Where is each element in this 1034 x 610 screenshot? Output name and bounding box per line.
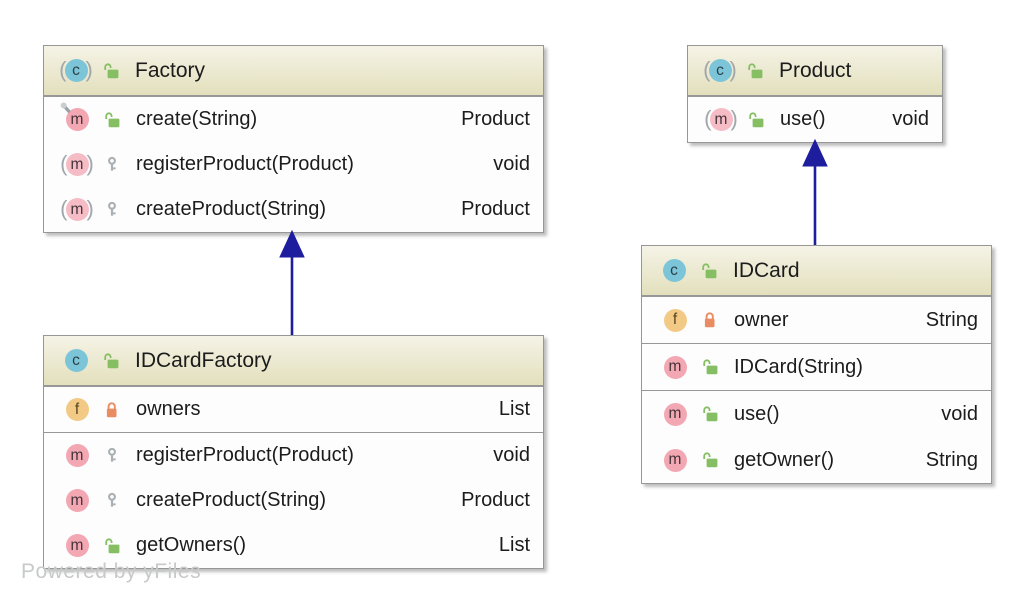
public-open-lock-icon [98, 62, 124, 80]
member-row-createProduct[interactable]: (m) createProduct(String) Product [44, 187, 543, 232]
member-type: String [925, 448, 978, 471]
class-node-factory[interactable]: (c) Factory m create(String) Product (m)… [43, 45, 544, 233]
abstract-method-icon: (m) [704, 105, 738, 131]
class-title: Product [779, 58, 852, 82]
member-type: String [925, 308, 978, 331]
class-title: IDCardFactory [135, 348, 272, 372]
public-open-lock-icon [99, 537, 125, 555]
modifier-pin-icon [60, 101, 73, 116]
member-type: List [498, 398, 530, 420]
abstract-method-icon: (m) [60, 150, 94, 176]
abstract-class-icon: (c) [703, 56, 737, 82]
abstract-method-icon: (m) [60, 195, 94, 221]
member-type: Product [461, 108, 530, 130]
public-open-lock-icon [743, 111, 769, 129]
member-row-registerProduct[interactable]: (m) registerProduct(Product) void [44, 142, 543, 187]
protected-key-icon [99, 492, 125, 510]
member-label: use() [734, 402, 780, 425]
member-row-create[interactable]: m create(String) Product [44, 97, 543, 142]
public-open-lock-icon [697, 405, 723, 423]
protected-key-icon [99, 156, 125, 174]
member-label: owners [136, 398, 201, 420]
protected-key-icon [99, 201, 125, 219]
member-label: use() [780, 108, 826, 130]
member-row-getOwners[interactable]: m getOwners() List [44, 523, 543, 568]
member-type: Product [461, 198, 530, 220]
member-row-use[interactable]: (m) use() void [688, 97, 942, 142]
public-open-lock-icon [696, 262, 722, 280]
public-open-lock-icon [98, 352, 124, 370]
member-label: createProduct(String) [136, 489, 327, 511]
class-header-idcardfactory[interactable]: c IDCardFactory [44, 336, 543, 386]
method-icon: m [57, 534, 97, 557]
methods-section: m use() void m getOwner() String [642, 390, 991, 483]
member-label: registerProduct(Product) [136, 444, 354, 466]
class-header-factory[interactable]: (c) Factory [44, 46, 543, 96]
member-label: owner [734, 308, 789, 331]
field-icon: f [57, 398, 97, 421]
member-type: void [493, 444, 530, 466]
class-title: Factory [135, 58, 206, 82]
member-type: void [941, 402, 978, 425]
member-row-registerProduct[interactable]: m registerProduct(Product) void [44, 433, 543, 478]
member-type: void [493, 153, 530, 175]
member-label: create(String) [136, 108, 258, 130]
member-row-getOwner[interactable]: m getOwner() String [642, 437, 991, 483]
constructors-section: m IDCard(String) [642, 343, 991, 390]
class-header-product[interactable]: (c) Product [688, 46, 942, 96]
class-title: IDCard [733, 258, 800, 282]
public-open-lock-icon [697, 451, 723, 469]
method-icon: m [655, 448, 695, 472]
public-open-lock-icon [697, 358, 723, 376]
member-type: List [498, 534, 530, 556]
public-open-lock-icon [99, 111, 125, 129]
fields-section: f owner String [642, 296, 991, 343]
member-row-owner[interactable]: f owner String [642, 297, 991, 343]
public-open-lock-icon [742, 62, 768, 80]
private-closed-lock-icon [99, 401, 125, 419]
method-icon: m [655, 402, 695, 426]
member-label: createProduct(String) [136, 198, 327, 220]
abstract-class-icon: (c) [59, 56, 93, 82]
class-header-idcard[interactable]: c IDCard [642, 246, 991, 296]
member-type: void [892, 108, 929, 130]
class-icon: c [654, 259, 694, 282]
member-row-use[interactable]: m use() void [642, 391, 991, 437]
member-label: getOwner() [734, 448, 835, 471]
class-node-idcardfactory[interactable]: c IDCardFactory f owners List m register… [43, 335, 544, 569]
member-label: registerProduct(Product) [136, 153, 354, 175]
private-closed-lock-icon [697, 311, 723, 329]
member-row-owners[interactable]: f owners List [44, 387, 543, 432]
inheritance-arrow-idcardfactory-to-factory[interactable] [268, 230, 316, 336]
method-icon: m [655, 355, 695, 379]
protected-key-icon [99, 447, 125, 465]
member-type: Product [461, 489, 530, 511]
field-icon: f [655, 308, 695, 332]
methods-section: m registerProduct(Product) void m create… [44, 432, 543, 568]
member-label: getOwners() [136, 534, 247, 556]
member-row-createProduct[interactable]: m createProduct(String) Product [44, 478, 543, 523]
yfiles-watermark: Powered by yFiles [21, 560, 202, 583]
member-label: IDCard(String) [734, 355, 863, 378]
class-icon: c [56, 349, 96, 372]
method-icon: m [57, 489, 97, 512]
methods-section: (m) use() void [688, 96, 942, 142]
fields-section: f owners List [44, 386, 543, 432]
methods-section: m create(String) Product (m) registerPro… [44, 96, 543, 232]
member-row-constructor[interactable]: m IDCard(String) [642, 344, 991, 390]
method-icon: m [57, 102, 97, 131]
class-node-idcard[interactable]: c IDCard f owner String m IDCard(String)… [641, 245, 992, 484]
class-node-product[interactable]: (c) Product (m) use() void [687, 45, 943, 143]
method-icon: m [57, 444, 97, 467]
inheritance-arrow-idcard-to-product[interactable] [791, 139, 839, 246]
